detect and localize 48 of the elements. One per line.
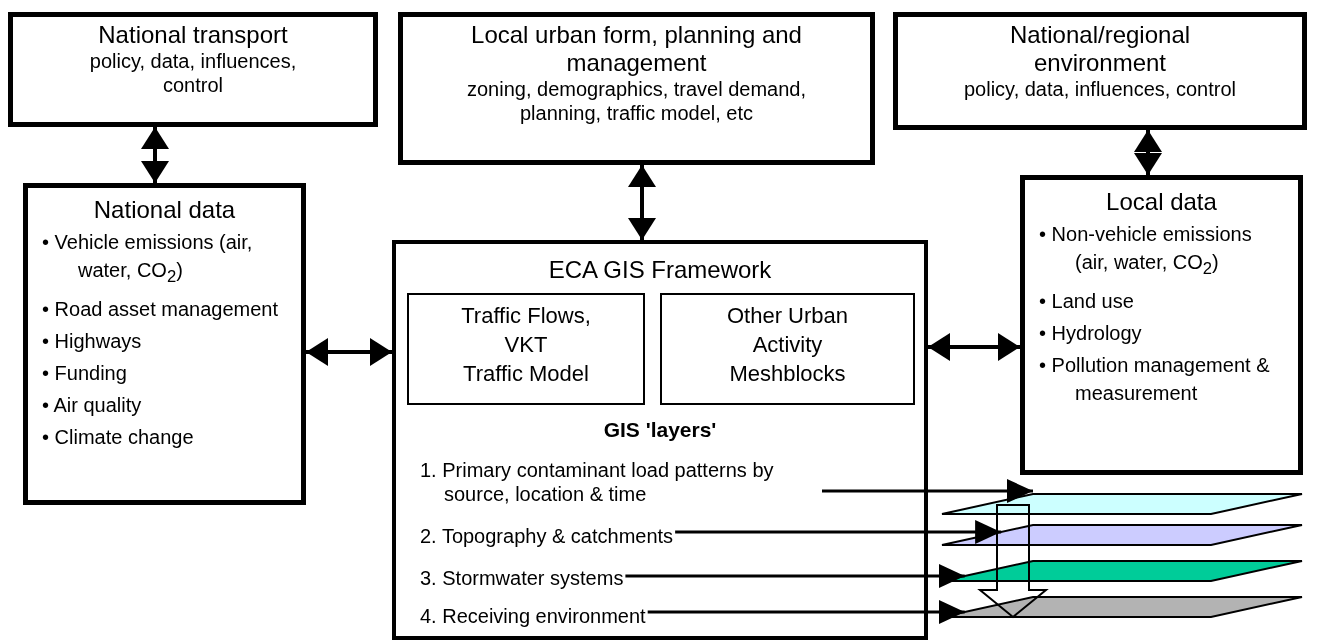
bullet-item: • Non-vehicle emissions (air, water, CO$_{2}$) [1039,222,1253,280]
module-text: Traffic Model [462,360,590,388]
module-text: Meshblocks [728,360,847,388]
double-arrow [306,338,392,366]
framework-panel [392,240,928,640]
bullet-item: • Climate change [42,425,195,450]
module-box [660,293,915,405]
layer-plane [942,494,1302,514]
box-heading: Local urban form, planning and management [470,21,803,77]
module-text: Other Urban Activity [725,302,850,359]
arrow [625,564,965,588]
module-box [407,293,645,405]
double-arrow [141,127,169,183]
bullet-item: • Vehicle emissions (air, water, CO$_{2}$) [42,230,254,288]
arrow [822,479,1033,503]
info-box [398,12,875,165]
block-arrow [977,504,1049,619]
data-box [1020,175,1303,475]
bullet-item: • Road asset management [42,297,280,322]
layer-list-item: 3. Stormwater systems [420,566,624,590]
section-heading: GIS 'layers' [602,417,718,443]
layer-list-item: 1. Primary contaminant load patterns by source, location & time [420,458,820,506]
module-text: Traffic Flows, VKT [460,302,592,359]
panel-heading: ECA GIS Framework [547,256,773,284]
info-box [893,12,1307,130]
box-subtext: policy, data, influences, control [88,49,298,97]
box-heading: Local data [1105,188,1218,216]
box-heading: National transport [97,21,289,49]
bullet-item: • Pollution management & measurement [1039,353,1271,406]
bullet-item: • Air quality [42,393,143,418]
arrow [675,520,1002,544]
box-subtext: policy, data, influences, control [963,77,1237,101]
bullet-item: • Highways [42,329,143,354]
bullet-item: • Hydrology [1039,321,1143,346]
layer-list-item: 4. Receiving environment [420,604,646,628]
box-heading: National/regional environment [1008,21,1192,77]
box-subtext: zoning, demographics, travel demand, planning, traffic model, etc [465,77,808,125]
info-box [8,12,378,127]
box-heading: National data [92,196,237,224]
data-box [23,183,306,505]
double-arrow [928,333,1020,361]
layer-list-item: 2. Topography & catchments [420,524,674,548]
double-arrow [628,165,656,240]
layer-plane [942,525,1302,545]
bullet-item: • Funding [42,361,128,386]
arrow [647,600,965,624]
bullet-item: • Land use [1039,289,1135,314]
double-arrow [1134,130,1162,175]
